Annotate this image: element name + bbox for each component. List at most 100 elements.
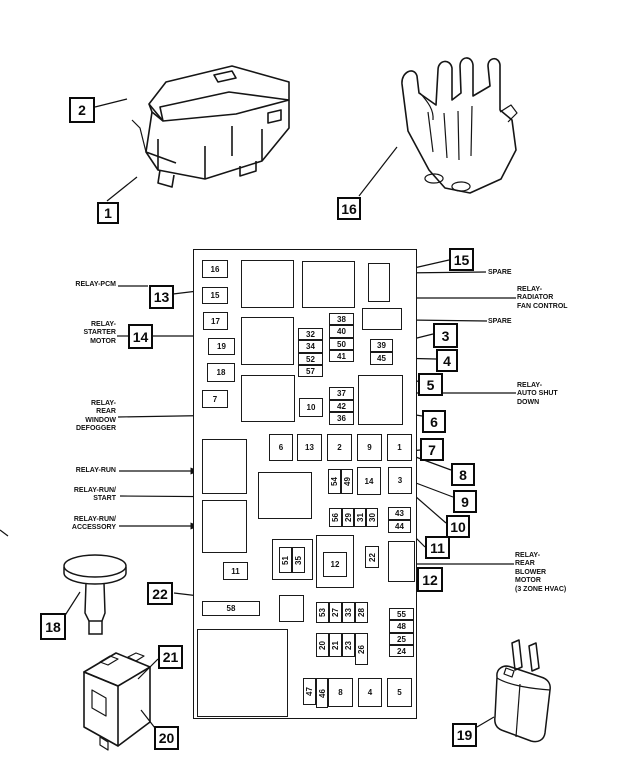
fuse-23: 23 — [342, 633, 355, 657]
relay-slot-run — [202, 439, 247, 494]
relay-9: 9 — [357, 434, 382, 461]
callout-14: 14 — [128, 324, 153, 349]
relay-slot-starter-motor — [241, 317, 294, 365]
label-relay-run-accessory: RELAY-RUN/ ACCESSORY — [71, 516, 116, 532]
fuse-33: 33 — [342, 602, 355, 623]
fuse-18: 18 — [207, 363, 235, 382]
fuse-50: 50 — [329, 338, 354, 350]
relay-slot-radiator-fan — [302, 261, 355, 308]
relay-5: 5 — [387, 678, 412, 707]
relay-13: 13 — [297, 434, 322, 461]
fuse-21: 21 — [329, 633, 342, 657]
callout-1: 1 — [97, 202, 119, 224]
label-spare-mid: SPARE — [488, 318, 512, 325]
callout-10: 10 — [446, 515, 470, 538]
relay-14: 14 — [357, 467, 381, 495]
unlabeled-slot-large — [197, 629, 288, 717]
fuse-30: 30 — [366, 508, 378, 527]
fuse-11: 11 — [223, 562, 248, 580]
fuse-39: 39 — [370, 339, 393, 352]
relay-slot-rear-blower — [388, 541, 415, 582]
callout-7: 7 — [420, 438, 444, 461]
fuse-26: 26 — [355, 633, 368, 665]
callout-18: 18 — [40, 613, 66, 640]
fuse-42: 42 — [329, 400, 354, 412]
spare-slot-mid — [362, 308, 402, 330]
fuse-37: 37 — [329, 387, 354, 400]
label-spare-top: SPARE — [488, 269, 512, 276]
callout-21: 21 — [158, 645, 183, 669]
fuse-55: 55 — [389, 608, 414, 620]
callout-20: 20 — [154, 726, 179, 750]
fuse-35: 35 — [292, 547, 305, 573]
fuse-28: 28 — [355, 602, 368, 623]
fuse-49: 49 — [341, 469, 353, 494]
label-relay-rear-blower: RELAY- REAR BLOWER MOTOR (3 ZONE HVAC) — [515, 552, 567, 593]
relay-6: 6 — [269, 434, 293, 461]
relay-2: 2 — [327, 434, 352, 461]
fuse-52: 52 — [298, 353, 323, 365]
callout-22: 22 — [147, 582, 173, 605]
label-relay-auto-shut-down: RELAY- AUTO SHUT DOWN — [517, 382, 558, 406]
fuse-15: 15 — [202, 287, 228, 304]
fuse-43: 43 — [388, 507, 411, 520]
fuse-46: 46 — [316, 678, 328, 708]
callout-19: 19 — [452, 723, 477, 747]
callout-3: 3 — [433, 323, 458, 348]
fuse-41: 41 — [329, 350, 354, 362]
relay-3: 3 — [388, 467, 412, 494]
relay-1: 1 — [387, 434, 412, 461]
fuse-22: 22 — [365, 546, 379, 568]
fuse-58: 58 — [202, 601, 260, 616]
cartridge-fuse-drawing — [494, 639, 551, 743]
fuse-17: 17 — [203, 312, 228, 330]
callout-16: 16 — [337, 197, 361, 220]
relay-slot-pcm — [241, 260, 294, 308]
label-relay-rear-defogger: RELAY- REAR WINDOW DEFOGGER — [75, 400, 116, 433]
fuse-47: 47 — [303, 678, 316, 705]
fuse-25: 25 — [389, 633, 414, 645]
label-relay-run: RELAY-RUN — [75, 467, 116, 474]
relay-8: 8 — [328, 678, 353, 707]
relay-slot-rear-defogger — [241, 375, 295, 422]
fuse-10: 10 — [299, 398, 323, 417]
unlabeled-slot-small — [279, 595, 304, 622]
fuse-24: 24 — [389, 645, 414, 657]
fuse-20: 20 — [316, 633, 329, 657]
fuse-45: 45 — [370, 352, 393, 365]
callout-6: 6 — [422, 410, 446, 433]
callout-2: 2 — [69, 97, 95, 123]
relay-slot-run-accessory — [202, 500, 247, 553]
fuse-29: 29 — [342, 508, 354, 527]
relay-4: 4 — [358, 678, 382, 707]
fuse-48: 48 — [389, 620, 414, 633]
callout-13: 13 — [149, 285, 174, 309]
fuse-31: 31 — [354, 508, 366, 527]
fuse-54: 54 — [328, 469, 341, 494]
fuse-19: 19 — [208, 338, 235, 355]
fuse-57: 57 — [298, 365, 323, 377]
relay-drawing — [83, 652, 151, 751]
relay-12: 12 — [323, 552, 347, 577]
fuse-16: 16 — [202, 260, 228, 278]
label-relay-radiator-fan: RELAY- RADIATOR FAN CONTROL — [517, 286, 568, 310]
fuse-40: 40 — [329, 325, 354, 338]
fuse-32: 32 — [298, 328, 323, 340]
label-relay-starter-motor: RELAY- STARTER MOTOR — [83, 321, 116, 345]
fuse-27: 27 — [329, 602, 342, 623]
fuse-44: 44 — [388, 520, 411, 533]
fuse-38: 38 — [329, 313, 354, 325]
mount-bracket-drawing — [401, 57, 518, 194]
fuse-53: 53 — [316, 602, 329, 623]
callout-5: 5 — [418, 373, 443, 396]
fuse-56: 56 — [329, 508, 342, 527]
callout-12: 12 — [417, 567, 443, 592]
callout-15: 15 — [449, 248, 474, 271]
callout-4: 4 — [436, 349, 458, 372]
relay-slot-run-start — [258, 472, 312, 519]
push-pin-drawing — [63, 554, 127, 635]
callout-8: 8 — [451, 463, 475, 486]
callout-11: 11 — [425, 536, 450, 559]
relay-slot-auto-shut-down — [358, 375, 403, 425]
